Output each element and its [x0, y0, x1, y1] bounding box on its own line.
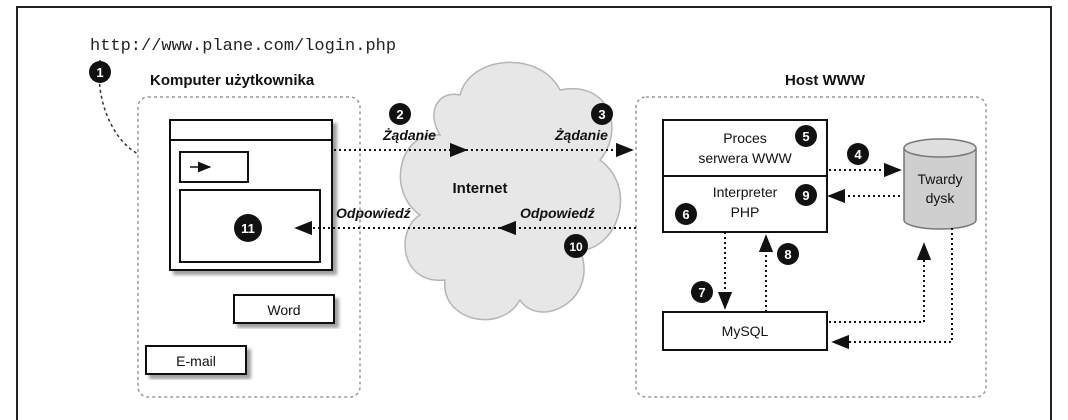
internet-label: Internet: [452, 180, 507, 197]
interpreter-line1: Interpreter: [713, 184, 778, 200]
request-label-left: Żądanie: [382, 127, 436, 143]
svg-text:7: 7: [698, 285, 705, 300]
request-label-right: Żądanie: [554, 127, 608, 143]
email-label: E-mail: [176, 353, 216, 369]
svg-text:11: 11: [241, 221, 255, 236]
word-label: Word: [267, 302, 300, 318]
svg-text:2: 2: [396, 107, 403, 122]
svg-text:9: 9: [802, 188, 809, 203]
url-text: http://www.plane.com/login.php: [90, 37, 396, 56]
svg-text:6: 6: [682, 207, 689, 222]
svg-text:8: 8: [784, 247, 791, 262]
svg-text:1: 1: [96, 65, 103, 80]
step-6-badge: 6: [675, 203, 697, 225]
email-window: [145, 345, 247, 375]
svg-text:5: 5: [802, 129, 809, 144]
step-7-badge: 7: [691, 281, 713, 303]
step-3-badge: 3: [591, 103, 613, 125]
response-label-right: Odpowiedź: [520, 205, 596, 221]
user-computer-title: Komputer użytkownika: [150, 72, 315, 89]
step-11-badge: 11: [234, 214, 262, 242]
step-4-badge: 4: [847, 143, 869, 165]
disk-line1: Twardy: [917, 171, 962, 187]
step-8-badge: 8: [777, 243, 799, 265]
diagram-frame: [16, 6, 1052, 420]
svg-text:3: 3: [598, 107, 605, 122]
step-5-badge: 5: [795, 125, 817, 147]
step-1-badge: 1: [89, 61, 111, 83]
mysql-box: [662, 311, 828, 351]
mysql-to-disk-arrow: [829, 242, 932, 323]
svg-text:10: 10: [569, 240, 583, 254]
interpreter-line2: PHP: [731, 204, 760, 220]
process-line1: Proces: [723, 130, 767, 146]
word-window: [233, 294, 335, 324]
disk-line2: dysk: [926, 190, 956, 206]
mysql-label: MySQL: [722, 323, 769, 339]
step-9-badge: 9: [795, 184, 817, 206]
internet-cloud: [399, 61, 622, 321]
process-line2: serwera WWW: [698, 150, 792, 166]
step-2-badge: 2: [389, 103, 411, 125]
hard-disk-icon: [903, 138, 977, 230]
response-label-left: Odpowiedź: [336, 205, 412, 221]
step-10-badge: 10: [564, 234, 588, 258]
host-title: Host WWW: [785, 72, 866, 89]
svg-text:4: 4: [854, 147, 862, 162]
